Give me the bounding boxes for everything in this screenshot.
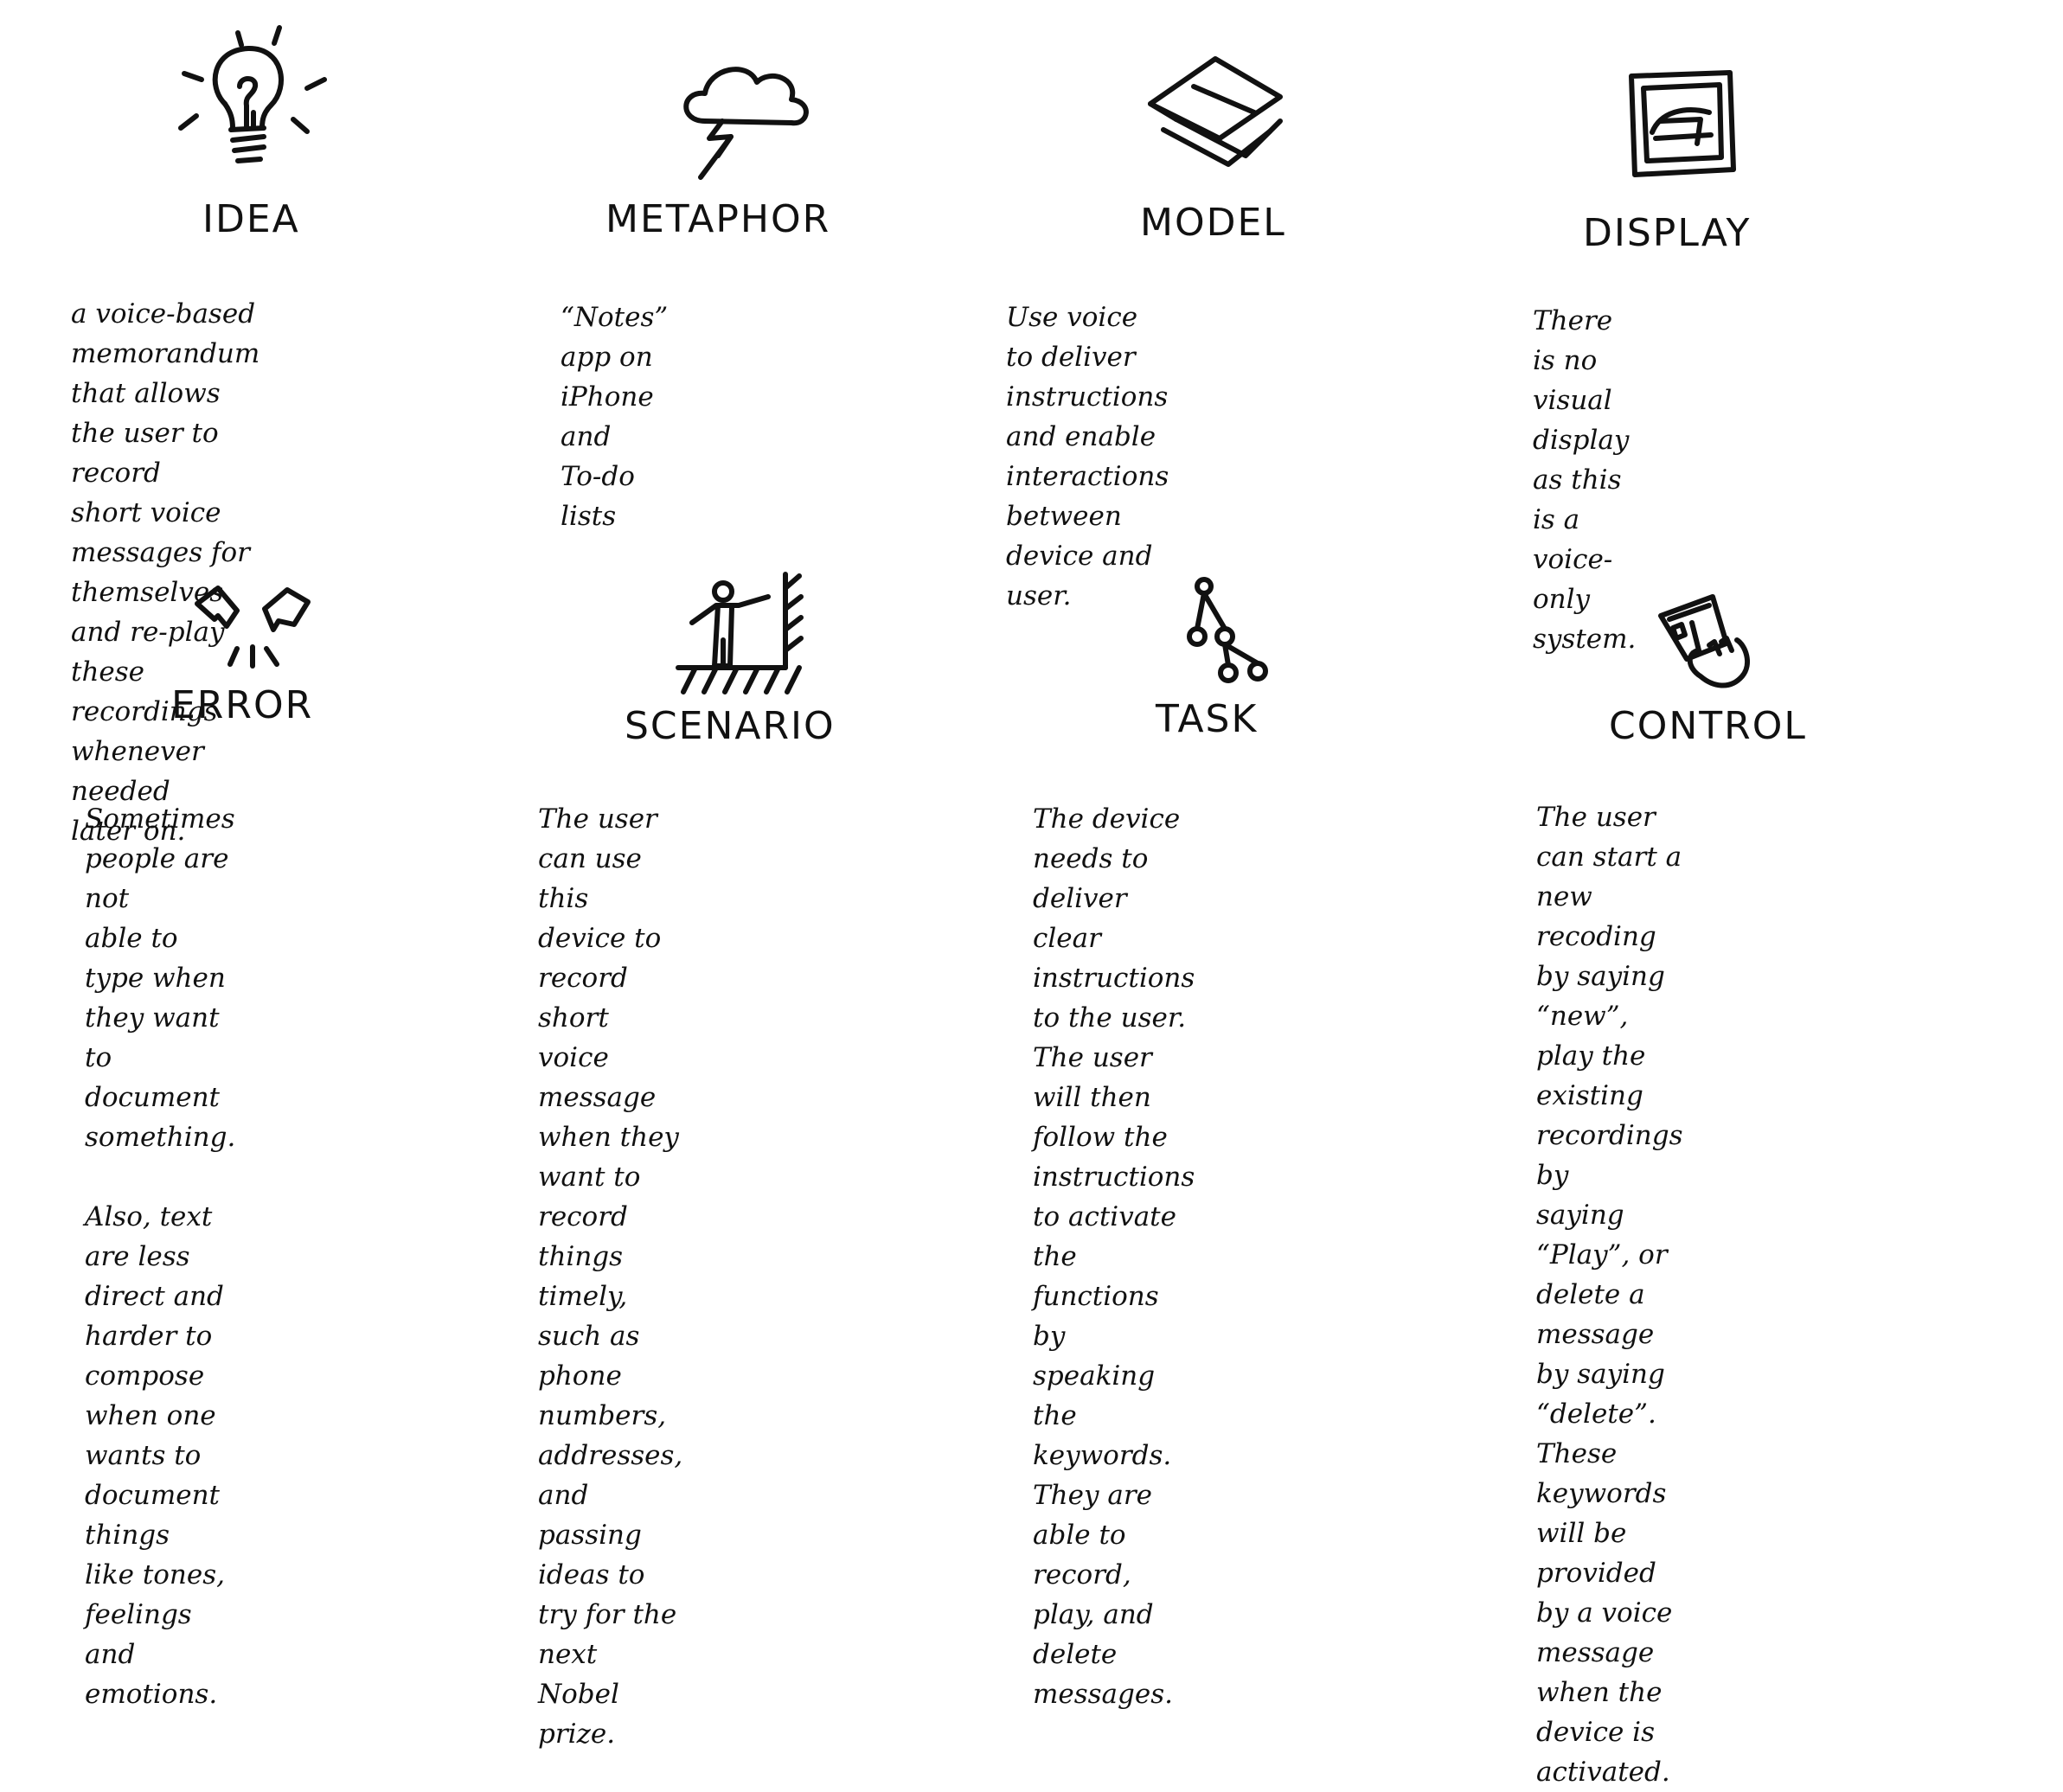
stacked-layers-icon: [1142, 52, 1289, 173]
card-text-control: The user can start a new recoding by say…: [1536, 797, 1683, 1792]
card-text-model-paragraph: Use voice to deliver instructions and en…: [1006, 302, 1169, 611]
card-text-display: There is no visual display as this is a …: [1533, 301, 1636, 659]
card-title-idea: IDEA: [202, 197, 300, 241]
card-text-task: The device needs to deliver clear instru…: [1033, 799, 1195, 1714]
card-text-display-paragraph: There is no visual display as this is a …: [1533, 305, 1637, 655]
storm-cloud-icon: [670, 52, 817, 182]
card-text-idea-paragraph: a voice-based memorandum that allows the…: [71, 298, 260, 847]
hand-pointer-icon: [1652, 590, 1765, 702]
card-text-idea: a voice-based memorandum that allows the…: [71, 294, 259, 851]
monitor-icon: [1626, 67, 1739, 180]
card-title-display: DISPLAY: [1583, 211, 1752, 255]
card-text-error-paragraph-1: Sometimes people are not able to type wh…: [85, 803, 236, 1153]
card-title-error: ERROR: [171, 683, 314, 727]
card-title-control: CONTROL: [1609, 704, 1807, 748]
card-text-scenario-paragraph: The user can use this device to record s…: [538, 803, 683, 1750]
card-title-scenario: SCENARIO: [625, 704, 836, 748]
card-text-metaphor: “Notes” app on iPhone and To-do lists: [561, 298, 668, 536]
broken-link-icon: [192, 585, 313, 671]
card-text-scenario: The user can use this device to record s…: [538, 799, 682, 1754]
card-title-metaphor: METAPHOR: [605, 197, 831, 241]
person-wall-icon: [675, 571, 813, 701]
card-text-error-paragraph-2: Also, text are less direct and harder to…: [85, 1201, 226, 1710]
card-text-metaphor-paragraph: “Notes” app on iPhone and To-do lists: [561, 302, 669, 532]
card-text-model: Use voice to deliver instructions and en…: [1006, 298, 1169, 616]
card-title-model: MODEL: [1140, 201, 1286, 245]
card-title-task: TASK: [1156, 697, 1259, 741]
task-tree-icon: [1185, 576, 1272, 688]
card-text-error: Sometimes people are not able to type wh…: [85, 799, 235, 1714]
card-text-task-paragraph: The device needs to deliver clear instru…: [1033, 803, 1195, 1710]
card-text-control-paragraph: The user can start a new recoding by say…: [1536, 802, 1683, 1788]
lightbulb-icon: [177, 25, 329, 177]
